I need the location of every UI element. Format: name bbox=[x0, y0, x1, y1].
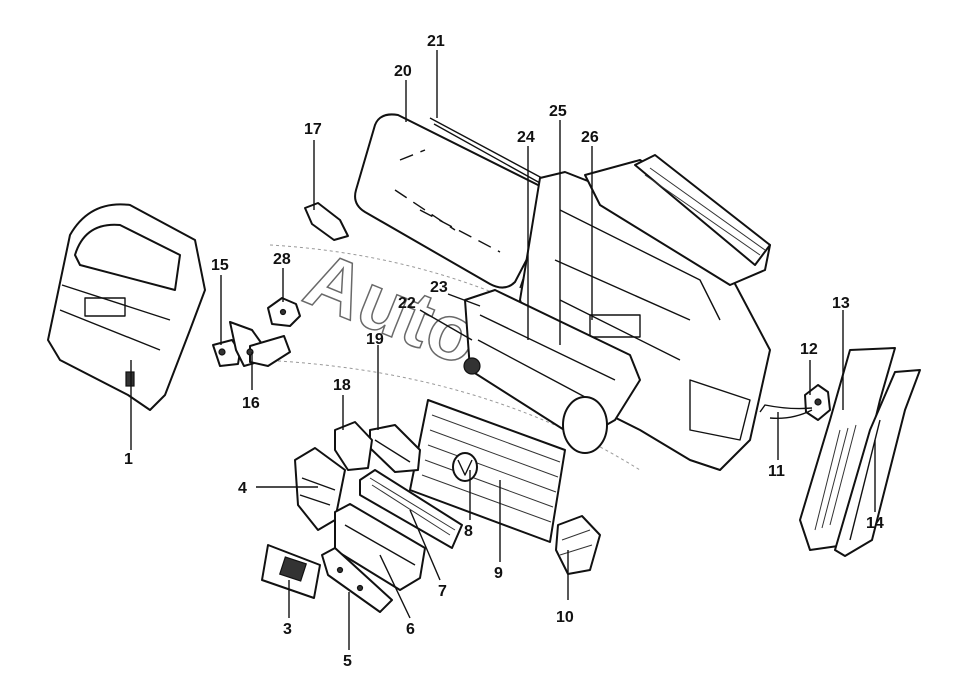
part-7-bumper-support bbox=[359, 469, 463, 549]
callout-18: 18 bbox=[333, 377, 351, 394]
callout-28: 28 bbox=[273, 251, 291, 268]
part-11-cable bbox=[759, 404, 813, 420]
part-19-bracket bbox=[369, 424, 421, 473]
callout-13: 13 bbox=[832, 295, 850, 312]
callout-6: 6 bbox=[406, 621, 415, 638]
callout-25: 25 bbox=[549, 103, 567, 120]
callout-10: 10 bbox=[556, 609, 574, 626]
callout-14: 14 bbox=[866, 515, 884, 532]
callout-21: 21 bbox=[427, 33, 445, 50]
callout-11: 11 bbox=[768, 463, 785, 480]
callout-19: 19 bbox=[366, 331, 384, 348]
callouts: 1 3 4 5 6 7 8 9 10 11 12 13 14 15 16 17 … bbox=[124, 33, 884, 670]
part-1-rear-panel bbox=[47, 203, 206, 411]
part-22-23-inner-panel bbox=[463, 289, 641, 454]
callout-1: 1 bbox=[124, 451, 133, 468]
callout-8: 8 bbox=[464, 523, 473, 540]
callout-4: 4 bbox=[238, 480, 247, 497]
callout-12: 12 bbox=[800, 341, 818, 358]
callout-15: 15 bbox=[211, 257, 229, 274]
callout-26: 26 bbox=[581, 129, 599, 146]
callout-7: 7 bbox=[438, 583, 447, 600]
callout-22: 22 bbox=[398, 295, 416, 312]
callout-24: 24 bbox=[517, 129, 535, 146]
part-17-clip bbox=[304, 202, 349, 241]
part-15-16-hinges bbox=[212, 321, 291, 367]
callout-20: 20 bbox=[394, 63, 412, 80]
callout-23: 23 bbox=[430, 279, 448, 296]
part-24-25-26-body-shell bbox=[519, 154, 771, 471]
callout-9: 9 bbox=[494, 565, 503, 582]
callout-17: 17 bbox=[304, 121, 322, 138]
part-28-bracket bbox=[267, 297, 301, 327]
part-8-emblem bbox=[452, 452, 478, 482]
callout-3: 3 bbox=[283, 621, 292, 638]
callout-5: 5 bbox=[343, 653, 352, 670]
part-20-window-glass bbox=[354, 113, 556, 289]
leader-lines bbox=[130, 50, 876, 650]
part-12-latch bbox=[804, 384, 831, 421]
part-5-reinforcement bbox=[321, 547, 393, 613]
part-18-bracket bbox=[334, 421, 373, 471]
callout-16: 16 bbox=[242, 395, 260, 412]
part-10-corner-cap bbox=[555, 515, 601, 575]
part-3-license-plate bbox=[261, 544, 321, 599]
part-13-pillar-trim bbox=[799, 347, 896, 551]
